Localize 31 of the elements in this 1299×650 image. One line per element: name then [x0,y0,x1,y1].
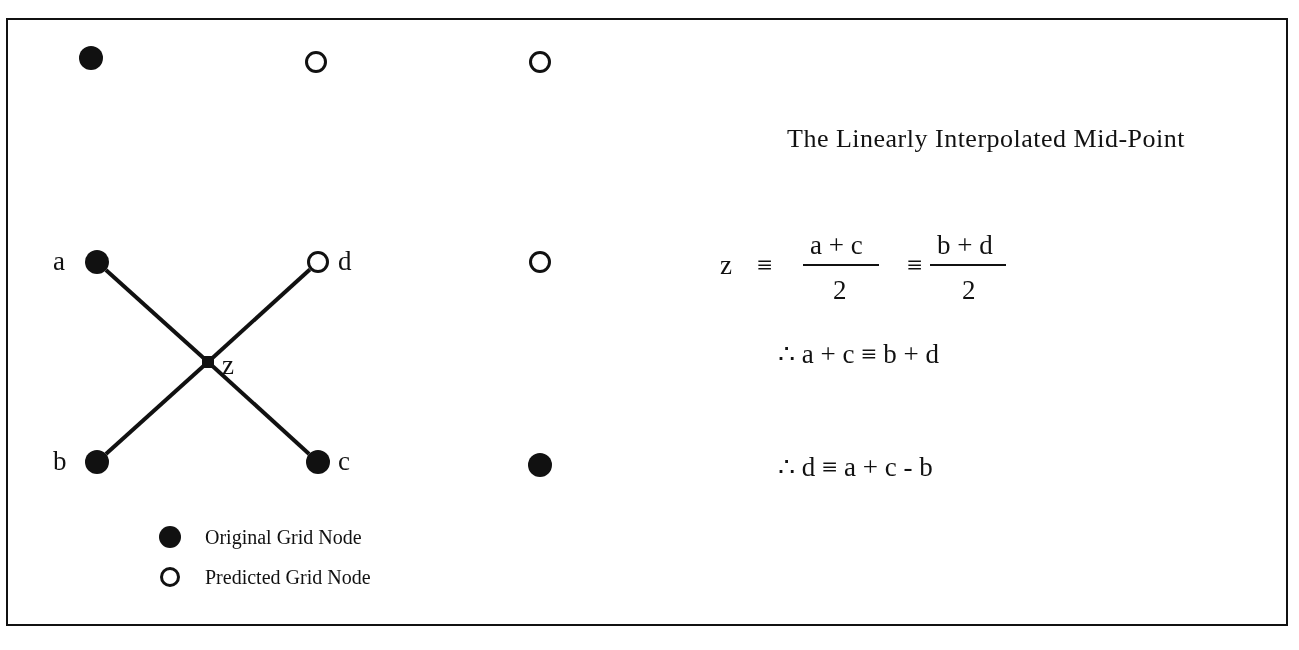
formula-text: ≡ [757,252,773,279]
filled-grid-dot [528,453,552,477]
open-grid-circle [307,251,329,273]
point-label: a [53,248,65,275]
midpoint-square [202,356,214,368]
connector-line [104,268,205,360]
formula-text: ∴ d ≡ a + c - b [778,454,933,481]
open-grid-circle [305,51,327,73]
filled-grid-dot [85,250,109,274]
filled-grid-dot [306,450,330,474]
open-grid-circle [529,51,551,73]
open-grid-circle [529,251,551,273]
formula-text: b + d [937,232,993,259]
formula-text: 2 [833,277,847,304]
heading: The Linearly Interpolated Mid-Point [787,124,1185,154]
filled-grid-dot [79,46,103,70]
connector-line [104,364,205,456]
filled-grid-dot [85,450,109,474]
formula-text: ≡ [907,252,923,279]
point-label: d [338,248,352,275]
point-label: c [338,448,350,475]
legend-text: Original Grid Node [205,527,362,547]
formula-text: z [720,252,732,279]
legend-text: Predicted Grid Node [205,567,371,587]
point-label: b [53,448,67,475]
point-label: z [222,352,234,379]
formula-text: ∴ a + c ≡ b + d [778,341,939,368]
connector-line [211,364,311,456]
formula-text: 2 [962,277,976,304]
connector-line [211,267,312,360]
formula-text: a + c [810,232,863,259]
